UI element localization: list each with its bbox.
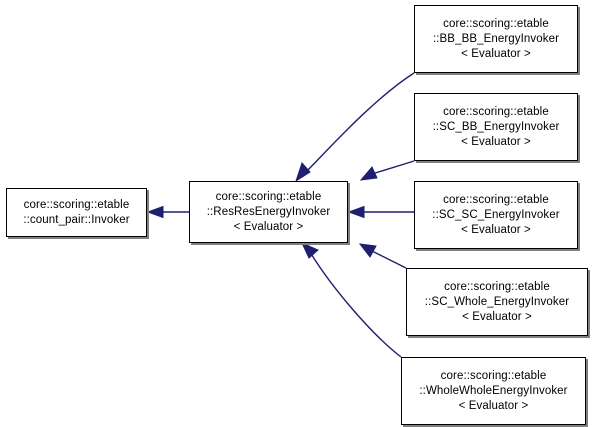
edge-center-to-base: [146, 205, 189, 219]
node-line: core::scoring::etable: [444, 280, 550, 293]
derived-class-sc-sc-energyinvoker[interactable]: core::scoring::etable ::SC_SC_EnergyInvo…: [414, 181, 578, 249]
edge-sc-sc-to-center: [347, 205, 414, 219]
derived-class-wholewholeenergyinvoker[interactable]: core::scoring::etable ::WholeWholeEnergy…: [401, 357, 586, 425]
node-line: ::BB_BB_EnergyInvoker: [432, 32, 560, 45]
node-line: ::SC_BB_EnergyInvoker: [432, 120, 560, 133]
node-line: < Evaluator >: [461, 47, 531, 60]
base-class-count-pair-invoker[interactable]: core::scoring::etable ::count_pair::Invo…: [6, 188, 147, 237]
derived-class-sc-bb-energyinvoker[interactable]: core::scoring::etable ::SC_BB_EnergyInvo…: [414, 93, 578, 161]
node-line: < Evaluator >: [461, 135, 531, 148]
node-line: < Evaluator >: [458, 399, 529, 412]
derived-class-sc-whole-energyinvoker[interactable]: core::scoring::etable ::SC_Whole_EnergyI…: [406, 268, 588, 336]
node-line: < Evaluator >: [233, 220, 304, 233]
node-line: core::scoring::etable: [443, 193, 549, 206]
node-line: ::count_pair::Invoker: [23, 213, 130, 226]
node-line: < Evaluator >: [462, 310, 532, 323]
node-line: core::scoring::etable: [23, 198, 130, 211]
node-line: core::scoring::etable: [443, 17, 549, 30]
node-line: ::SC_SC_EnergyInvoker: [432, 208, 560, 221]
edge-wholewhole-to-center: [300, 242, 402, 358]
node-line: core::scoring::etable: [443, 105, 549, 118]
edge-bb-bb-to-center: [295, 72, 415, 183]
current-class-resresenergyinvoker[interactable]: core::scoring::etable ::ResResEnergyInvo…: [189, 181, 348, 243]
node-line: < Evaluator >: [461, 223, 531, 236]
node-line: core::scoring::etable: [440, 369, 547, 382]
node-line: ::WholeWholeEnergyInvoker: [419, 384, 568, 397]
edge-sc-whole-to-center: [358, 243, 407, 269]
node-line: ::ResResEnergyInvoker: [206, 205, 331, 218]
node-line: core::scoring::etable: [215, 190, 322, 203]
node-line: ::SC_Whole_EnergyInvoker: [424, 295, 570, 308]
edge-sc-bb-to-center: [359, 160, 415, 181]
derived-class-bb-bb-energyinvoker[interactable]: core::scoring::etable ::BB_BB_EnergyInvo…: [414, 5, 578, 73]
